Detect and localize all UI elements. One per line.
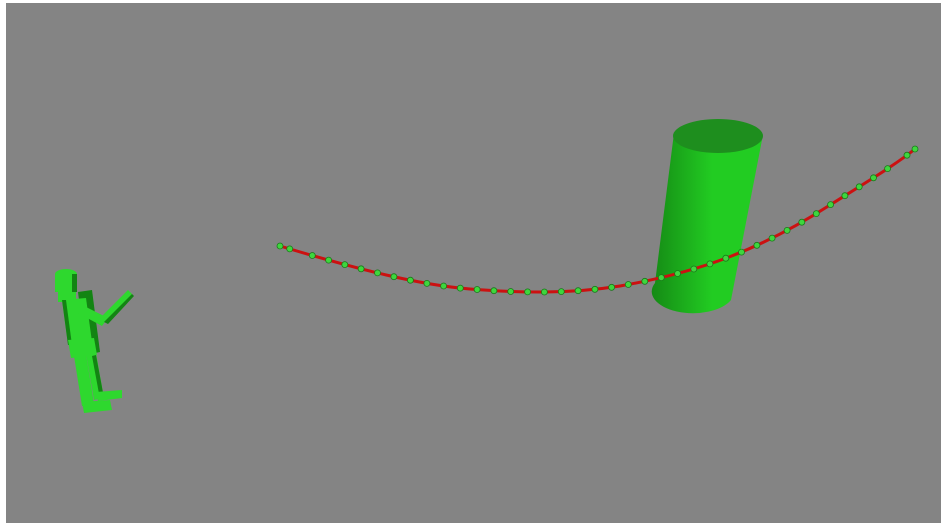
waypoint-marker xyxy=(657,274,665,282)
robot-neck xyxy=(58,292,76,302)
cylinder-top xyxy=(673,119,763,153)
robot-pelvis xyxy=(68,338,97,358)
waypoint-marker xyxy=(308,252,316,259)
waypoint-marker xyxy=(812,210,820,218)
waypoint-marker xyxy=(286,245,294,253)
scene-background xyxy=(6,3,941,523)
waypoint-marker xyxy=(768,234,776,242)
waypoint-marker xyxy=(357,265,365,273)
robot-left-foot xyxy=(82,400,112,413)
robot-right-foot xyxy=(96,390,122,401)
waypoint-marker xyxy=(841,192,849,200)
waypoint-marker xyxy=(591,285,599,293)
robot-head-side xyxy=(72,274,77,292)
waypoint-marker xyxy=(423,279,431,287)
waypoint-marker xyxy=(855,183,863,191)
waypoint-marker xyxy=(524,288,531,296)
waypoint-marker xyxy=(884,165,891,173)
waypoint-marker xyxy=(557,288,565,296)
robot-torso-edge xyxy=(62,300,72,345)
waypoint-marker xyxy=(690,265,698,273)
waypoint-marker xyxy=(440,282,448,290)
waypoint-marker xyxy=(406,276,414,284)
robot-forearm xyxy=(100,290,132,322)
cylinder-body xyxy=(651,133,762,314)
waypoint-marker xyxy=(903,151,911,159)
cylinder-obstacle[interactable] xyxy=(651,119,763,314)
waypoint-marker xyxy=(624,281,632,288)
waypoint-marker xyxy=(608,283,615,291)
waypoint-marker xyxy=(738,248,745,256)
waypoint-marker xyxy=(641,277,649,285)
waypoint-marker xyxy=(827,201,834,209)
waypoint-marker xyxy=(911,145,919,153)
waypoint-marker xyxy=(374,269,381,277)
humanoid-robot[interactable] xyxy=(55,269,134,413)
waypoint-marker xyxy=(798,218,806,226)
robot-head xyxy=(55,274,77,292)
waypoint-marker xyxy=(276,242,284,250)
waypoint-marker xyxy=(490,287,498,295)
robot-leg-shade xyxy=(92,355,104,399)
waypoint-marker xyxy=(753,241,761,249)
waypoint-marker xyxy=(574,287,582,295)
waypoint-marker xyxy=(674,270,681,277)
waypoint-marker xyxy=(341,261,349,269)
robot-upper-arm xyxy=(76,306,108,326)
waypoint-marker xyxy=(541,288,548,296)
waypoint-marker xyxy=(783,226,791,234)
waypoint-marker xyxy=(473,286,481,293)
robot-left-leg xyxy=(74,354,94,406)
robot-forearm-shade xyxy=(104,294,134,324)
waypoint-marker xyxy=(456,284,464,292)
waypoint-marker xyxy=(722,254,730,262)
waypoint-marker xyxy=(870,174,877,182)
waypoint-markers xyxy=(276,145,919,296)
waypoint-marker xyxy=(507,288,515,295)
waypoint-marker xyxy=(706,260,714,268)
waypoint-marker xyxy=(390,273,398,281)
waypoint-marker xyxy=(325,256,333,264)
